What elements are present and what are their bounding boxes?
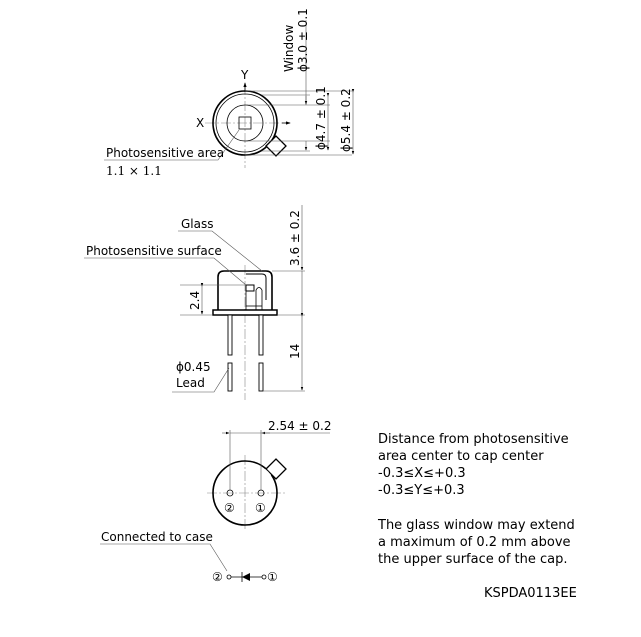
lead-length-dimension: 14 [288,344,302,359]
height-dimension: 3.6 ± 0.2 [288,210,302,266]
schematic-pin-1: ① [267,570,278,584]
axis-x-label: X [196,116,204,130]
pin-pitch-dimension: 2.54 ± 0.2 [268,419,332,433]
glass-line-3: the upper surface of the cap. [378,552,568,567]
glass-label: Glass [181,217,214,231]
window-dimension: ϕ3.0 ± 0.1 [296,8,310,72]
glass-line-2: a maximum of 0.2 mm above [378,535,571,550]
glass-note: The glass window may extend a maximum of… [378,517,575,568]
glass-line-1: The glass window may extend [378,518,575,533]
inner-diameter-dimension: ϕ4.7 ± 0.1 [314,86,328,150]
lead-diameter: ϕ0.45 [176,360,211,374]
window-label: Window [282,25,296,73]
lead-label: Lead [176,376,205,390]
outer-diameter-dimension: ϕ5.4 ± 0.2 [339,88,353,152]
photosensitive-area-size: 1.1 × 1.1 [106,164,162,178]
connected-to-case-label: Connected to case [101,530,213,544]
distance-note: Distance from photosensitive area center… [378,431,569,499]
side-view [84,205,305,400]
x-range: -0.3≤X≤+0.3 [378,466,466,481]
distance-line-1: Distance from photosensitive [378,432,569,447]
axis-y-label: Y [240,68,249,82]
drawing-code: KSPDA0113EE [484,586,577,601]
y-range: -0.3≤Y≤+0.3 [378,483,465,498]
base-circle [212,460,278,526]
photosensitive-area-label: Photosensitive area [106,146,224,160]
schematic-pin-2: ② [212,570,223,584]
pin-1-label: ① [255,501,266,515]
distance-line-2: area center to cap center [378,449,544,464]
pin-2-label: ② [224,501,235,515]
bottom-view [100,430,330,582]
surface-height-dimension: 2.4 [188,291,202,310]
photosensitive-surface-label: Photosensitive surface [86,244,222,258]
photosensitive-square [238,116,252,130]
top-view [104,20,355,168]
